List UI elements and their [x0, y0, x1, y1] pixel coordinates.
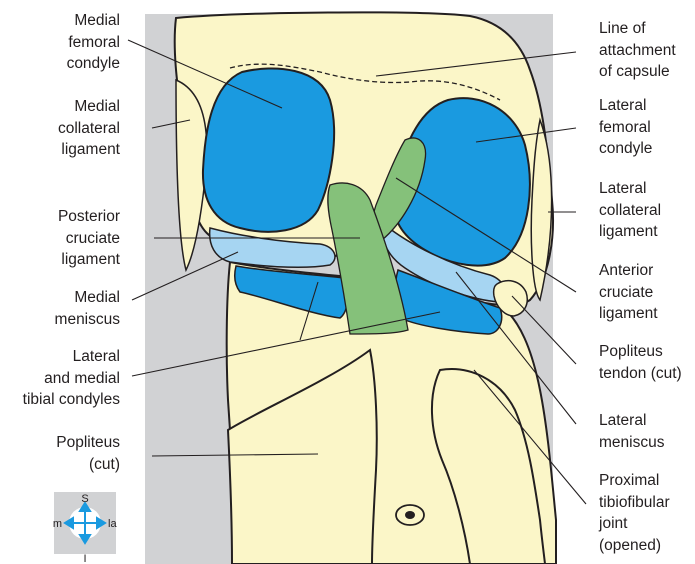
tibiofibular-joint-center	[405, 511, 415, 519]
label-popliteus-tendon: Popliteus tendon (cut)	[599, 341, 682, 384]
medial-femoral-condyle	[203, 68, 334, 231]
label-lateral-collateral-ligament: Lateral collateral ligament	[599, 178, 661, 243]
label-tibial-condyles: Lateral and medial tibial condyles	[23, 346, 120, 411]
compass-bottom: I	[83, 553, 86, 564]
label-medial-meniscus: Medial meniscus	[55, 287, 120, 330]
label-lateral-meniscus: Lateral meniscus	[599, 410, 664, 453]
orientation-compass: S m la I	[53, 492, 118, 564]
label-anterior-cruciate-ligament: Anterior cruciate ligament	[599, 260, 658, 325]
label-lateral-femoral-condyle: Lateral femoral condyle	[599, 95, 652, 160]
label-medial-femoral-condyle: Medial femoral condyle	[67, 10, 120, 75]
compass-top: S	[81, 493, 88, 505]
compass-left: m	[53, 518, 62, 530]
label-medial-collateral-ligament: Medial collateral ligament	[58, 96, 120, 161]
label-popliteus-cut: Popliteus (cut)	[56, 432, 120, 475]
label-line-of-attachment: Line of attachment of capsule	[599, 18, 676, 83]
compass-right: la	[108, 518, 117, 530]
label-posterior-cruciate-ligament: Posterior cruciate ligament	[58, 206, 120, 271]
label-proximal-tibiofibular-joint: Proximal tibiofibular joint (opened)	[599, 470, 670, 556]
